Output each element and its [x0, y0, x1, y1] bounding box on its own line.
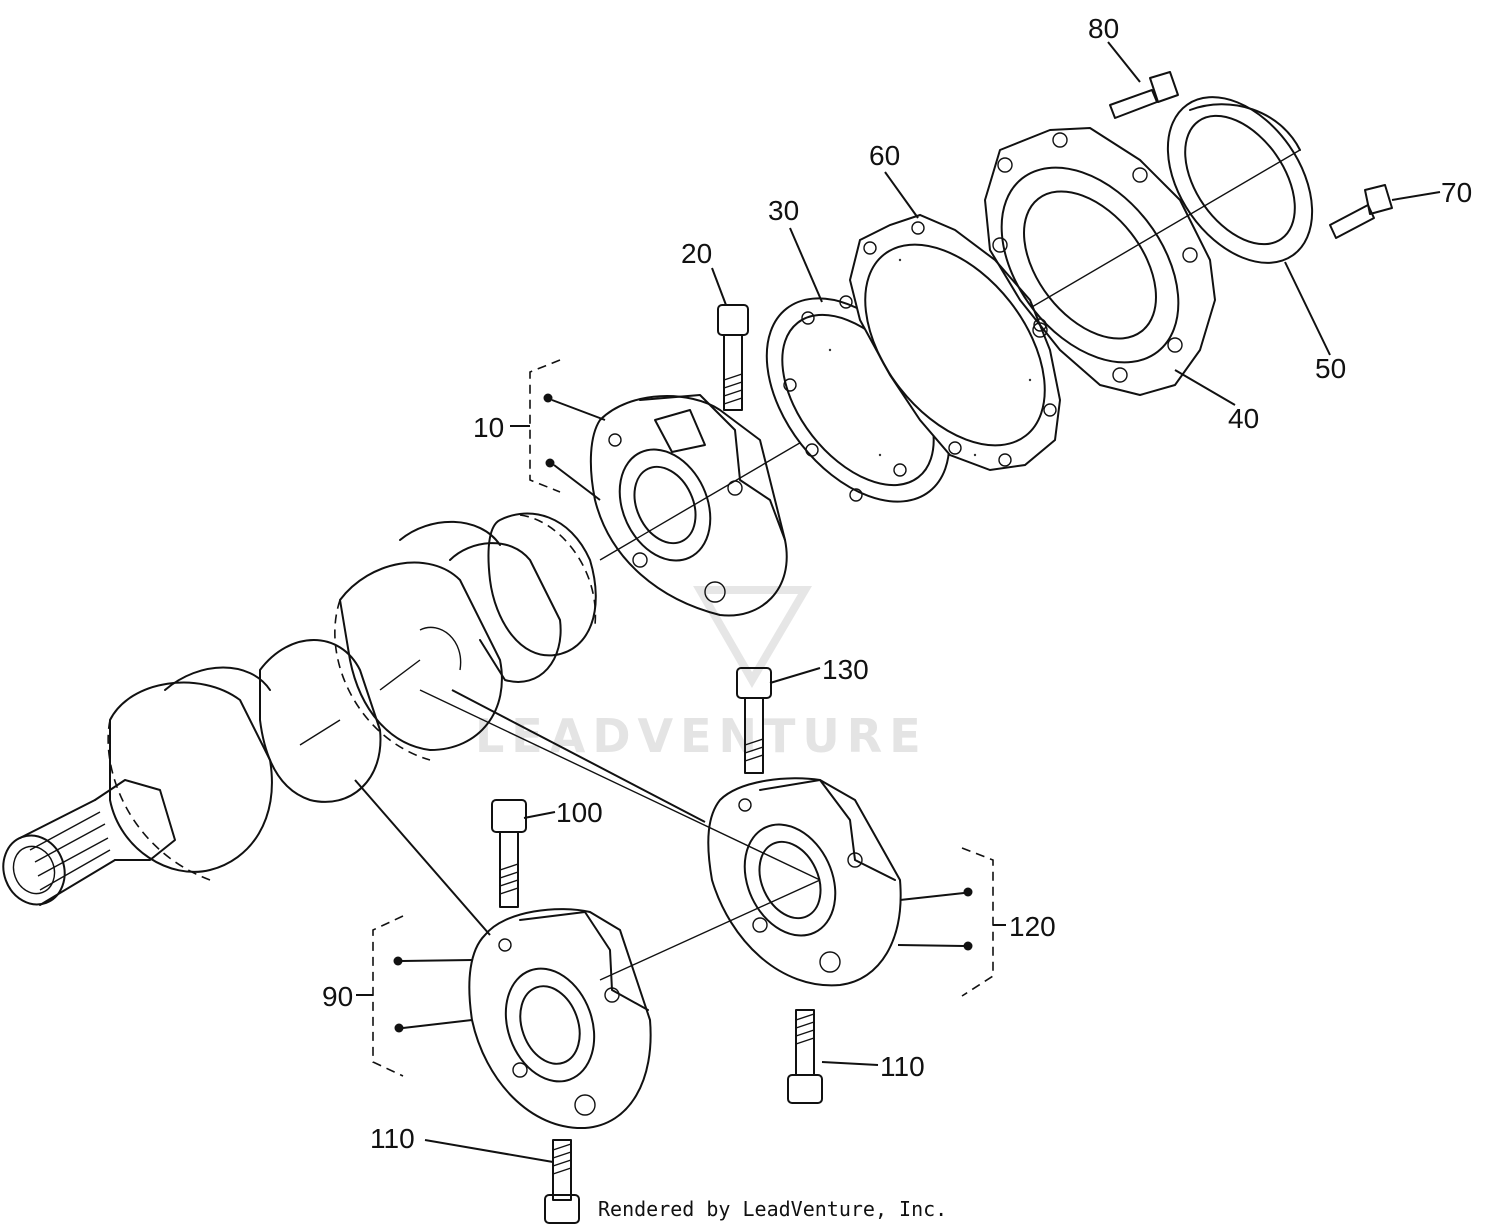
bolt-110-right [787, 1009, 823, 1104]
callout-100: 100 [556, 797, 603, 828]
bolt-20 [717, 304, 749, 411]
bracket-10 [510, 359, 606, 501]
callout-110-right: 110 [880, 1051, 925, 1082]
callout-30: 30 [768, 195, 799, 226]
bracket-120 [897, 847, 1006, 997]
credit-text: Rendered by LeadVenture, Inc. [598, 1197, 947, 1221]
bearing-holder-10 [589, 394, 788, 617]
watermark-logo [693, 586, 812, 688]
crankshaft [2, 512, 597, 906]
callout-60: 60 [869, 140, 900, 171]
bolt-100 [491, 799, 527, 908]
callout-90: 90 [322, 981, 353, 1012]
bolt-110-bottom [544, 1139, 580, 1224]
callout-labels: 10 20 30 40 50 60 70 80 90 100 110 110 1… [322, 13, 1472, 1154]
bracket-90 [356, 915, 473, 1077]
bolt-70 [1329, 184, 1393, 239]
callout-130: 130 [822, 654, 869, 685]
callout-40: 40 [1228, 403, 1259, 434]
callout-70: 70 [1441, 177, 1472, 208]
bearing-holder-90 [468, 908, 652, 1130]
callout-80: 80 [1088, 13, 1119, 44]
callout-10: 10 [473, 412, 504, 443]
watermark: LEADVENTURE [475, 586, 928, 763]
callout-50: 50 [1315, 353, 1346, 384]
watermark-text: LEADVENTURE [475, 709, 928, 763]
callout-110-bottom: 110 [370, 1123, 415, 1154]
callout-120: 120 [1009, 911, 1056, 942]
callout-20: 20 [681, 238, 712, 269]
bolt-80 [1109, 71, 1179, 119]
bearing-holder-120 [707, 777, 902, 987]
oil-seal-50 [1166, 96, 1314, 264]
leader-lines [354, 41, 1441, 1163]
seal-housing-40 [984, 127, 1216, 396]
